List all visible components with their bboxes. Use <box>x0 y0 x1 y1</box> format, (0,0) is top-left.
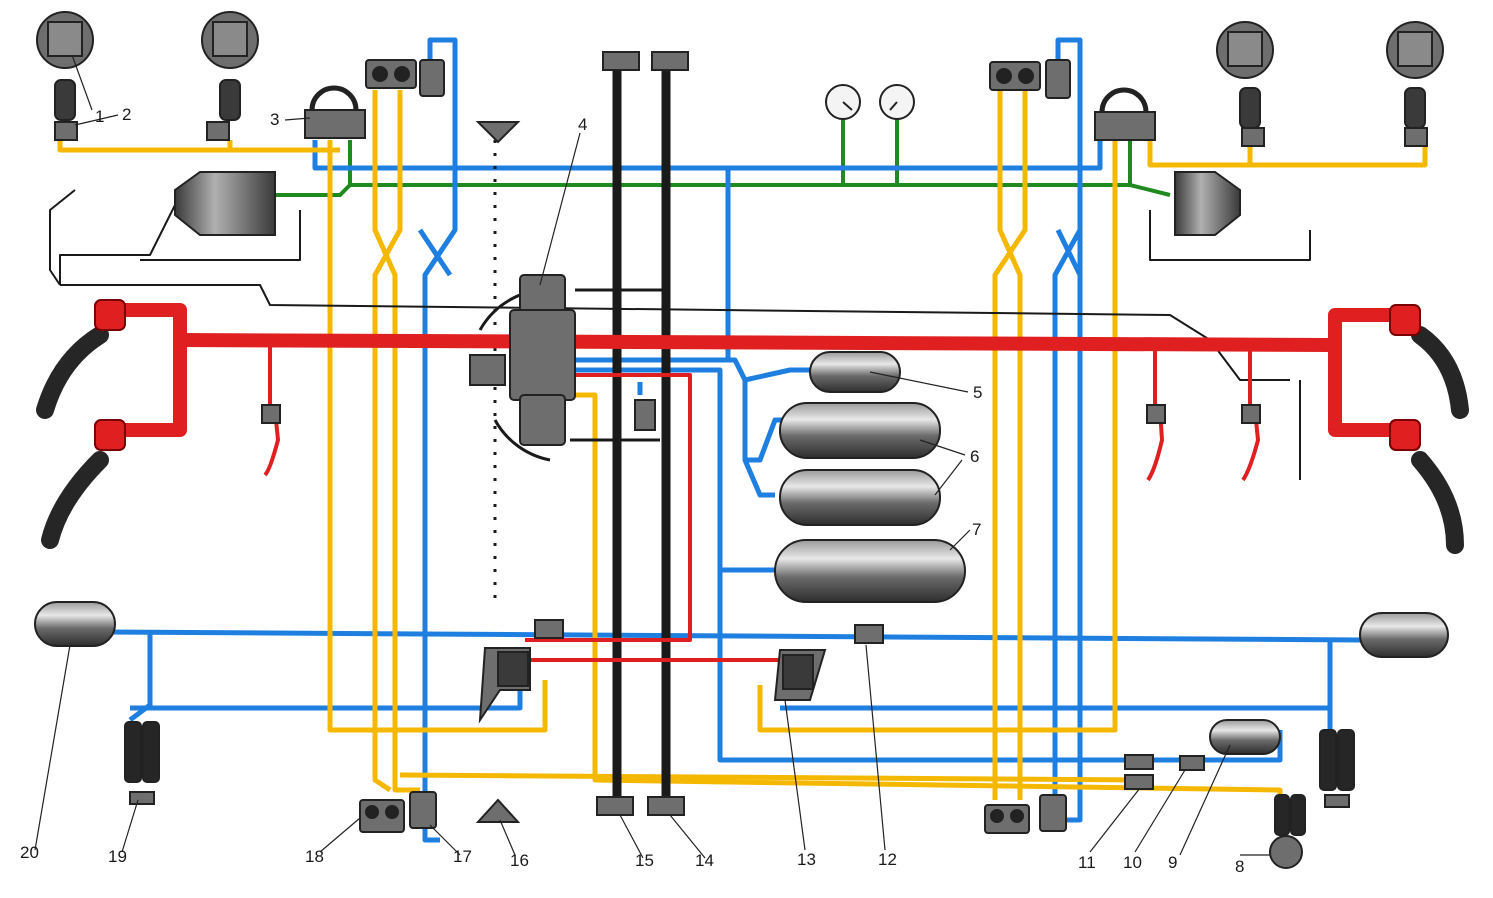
yellow-lines <box>57 90 1428 800</box>
spring-brake-cylinders <box>174 171 1241 236</box>
air-tanks <box>34 351 1449 755</box>
pressure-gauges <box>825 84 915 120</box>
green-lines <box>272 115 1171 197</box>
brake-chamber-group <box>36 11 1444 147</box>
label-6: 6 <box>970 447 979 466</box>
tank-6-upper <box>779 402 941 459</box>
valve-3-right <box>1094 111 1156 141</box>
triangles <box>475 121 521 823</box>
label-14: 14 <box>695 851 714 870</box>
tank-7 <box>774 539 966 603</box>
hose-left-lower <box>41 451 109 549</box>
valve-3-left <box>304 109 366 139</box>
switch-blocks <box>359 59 1071 834</box>
tank-right <box>1359 612 1449 658</box>
tank-20 <box>34 601 116 647</box>
callout-labels: 1 2 3 4 5 6 7 8 9 10 11 12 13 14 15 16 1… <box>20 105 1244 876</box>
leader-lines <box>34 54 1270 859</box>
tank-9 <box>1209 719 1281 755</box>
valve-12 <box>854 624 884 644</box>
label-18: 18 <box>305 847 324 866</box>
blue-lines <box>109 37 1361 843</box>
brake-chambers-13 <box>478 647 827 724</box>
tank-6-lower <box>779 469 941 526</box>
red-lines <box>100 303 1420 662</box>
valve-11 <box>1124 754 1154 770</box>
label-3: 3 <box>270 110 279 129</box>
label-13: 13 <box>797 850 816 869</box>
label-16: 16 <box>510 851 529 870</box>
hose-right-upper <box>1411 326 1469 419</box>
label-11: 11 <box>1078 853 1096 872</box>
label-15: 15 <box>635 851 654 870</box>
spring-chambers <box>124 721 1355 869</box>
main-brake-valve <box>469 274 656 446</box>
label-7: 7 <box>972 520 981 539</box>
triangle-16 <box>475 798 521 823</box>
label-4: 4 <box>578 115 587 134</box>
valve-10 <box>1179 755 1205 771</box>
label-10: 10 <box>1123 853 1142 872</box>
small-valves <box>534 619 1205 790</box>
hose-left-upper <box>36 326 109 419</box>
label-12: 12 <box>878 850 897 869</box>
label-19: 19 <box>108 847 127 866</box>
relay-valves <box>304 85 1156 141</box>
label-1: 1 <box>95 107 104 126</box>
hose-right-lower <box>1411 451 1464 554</box>
coupling-hoses <box>36 326 1469 554</box>
label-2: 2 <box>122 105 131 124</box>
label-5: 5 <box>973 383 982 402</box>
label-9: 9 <box>1168 853 1177 872</box>
label-17: 17 <box>453 847 472 866</box>
label-8: 8 <box>1235 857 1244 876</box>
brake-chamber-8 <box>1269 835 1303 869</box>
tank-5 <box>809 351 901 393</box>
coupling-heads <box>94 299 1421 482</box>
label-20: 20 <box>20 843 39 862</box>
brake-rod-brackets <box>596 51 689 816</box>
